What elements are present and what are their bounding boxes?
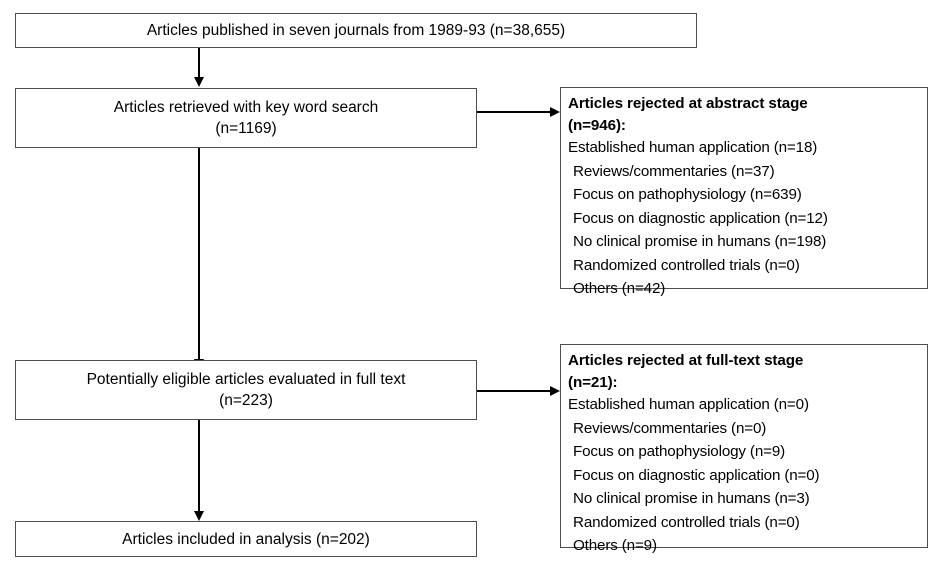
node-rejected-fulltext-stage: Articles rejected at full-text stage (n=… [560,344,928,554]
rejected-abstract-item-2: Reviews/commentaries (n=37) [573,162,775,180]
node-potentially-eligible-line-1: Potentially eligible articles evaluated … [86,371,406,388]
rejected-fulltext-item-7: Others (n=9) [573,537,657,554]
rejected-abstract-item-5: No clinical promise in humans (n=198) [573,233,827,250]
arrow-fulltext-to-included [194,420,205,521]
arrow-fulltext-to-rejected-fulltext [477,386,560,397]
rejected-abstract-item-6: Randomized controlled trials (n=0) [573,256,800,274]
arrow-retrieved-to-rejected-abstract [477,107,560,118]
rejected-abstract-item-7: Others (n=42) [573,280,666,297]
node-articles-retrieved-line-2: (n=1169) [215,120,277,137]
rejected-fulltext-item-1: Established human application (n=0) [568,396,809,413]
node-articles-published: Articles published in seven journals fro… [15,13,697,48]
node-articles-retrieved: Articles retrieved with key word search … [15,88,477,148]
rejected-fulltext-header-line-1: Articles rejected at full-text stage [568,352,804,369]
rejected-fulltext-header-line-2: (n=21): [568,373,618,391]
node-potentially-eligible-line-2: (n=223) [219,392,273,409]
node-articles-included-line-1: Articles included in analysis (n=202) [122,530,370,548]
rejected-fulltext-item-6: Randomized controlled trials (n=0) [573,513,800,531]
rejected-abstract-header-line-1: Articles rejected at abstract stage [568,95,808,112]
rejected-fulltext-item-5: No clinical promise in humans (n=3) [573,490,810,507]
rejected-abstract-item-1: Established human application (n=18) [568,139,818,156]
rejected-fulltext-item-4: Focus on diagnostic application (n=0) [573,466,820,484]
rejected-fulltext-item-2: Reviews/commentaries (n=0) [573,419,767,437]
node-articles-published-line-1: Articles published in seven journals fro… [146,22,566,39]
node-articles-included: Articles included in analysis (n=202) [15,521,477,557]
arrow-retrieved-to-fulltext [194,148,205,369]
arrow-published-to-retrieved [194,48,205,87]
node-potentially-eligible: Potentially eligible articles evaluated … [15,360,477,420]
rejected-abstract-item-4: Focus on diagnostic application (n=12) [573,209,828,227]
rejected-fulltext-item-3: Focus on pathophysiology (n=9) [573,443,786,460]
rejected-abstract-item-3: Focus on pathophysiology (n=639) [573,186,802,203]
node-rejected-abstract-stage: Articles rejected at abstract stage (n=9… [560,87,928,297]
node-articles-retrieved-line-1: Articles retrieved with key word search [113,99,379,116]
rejected-abstract-header-line-2: (n=946): [568,116,626,134]
